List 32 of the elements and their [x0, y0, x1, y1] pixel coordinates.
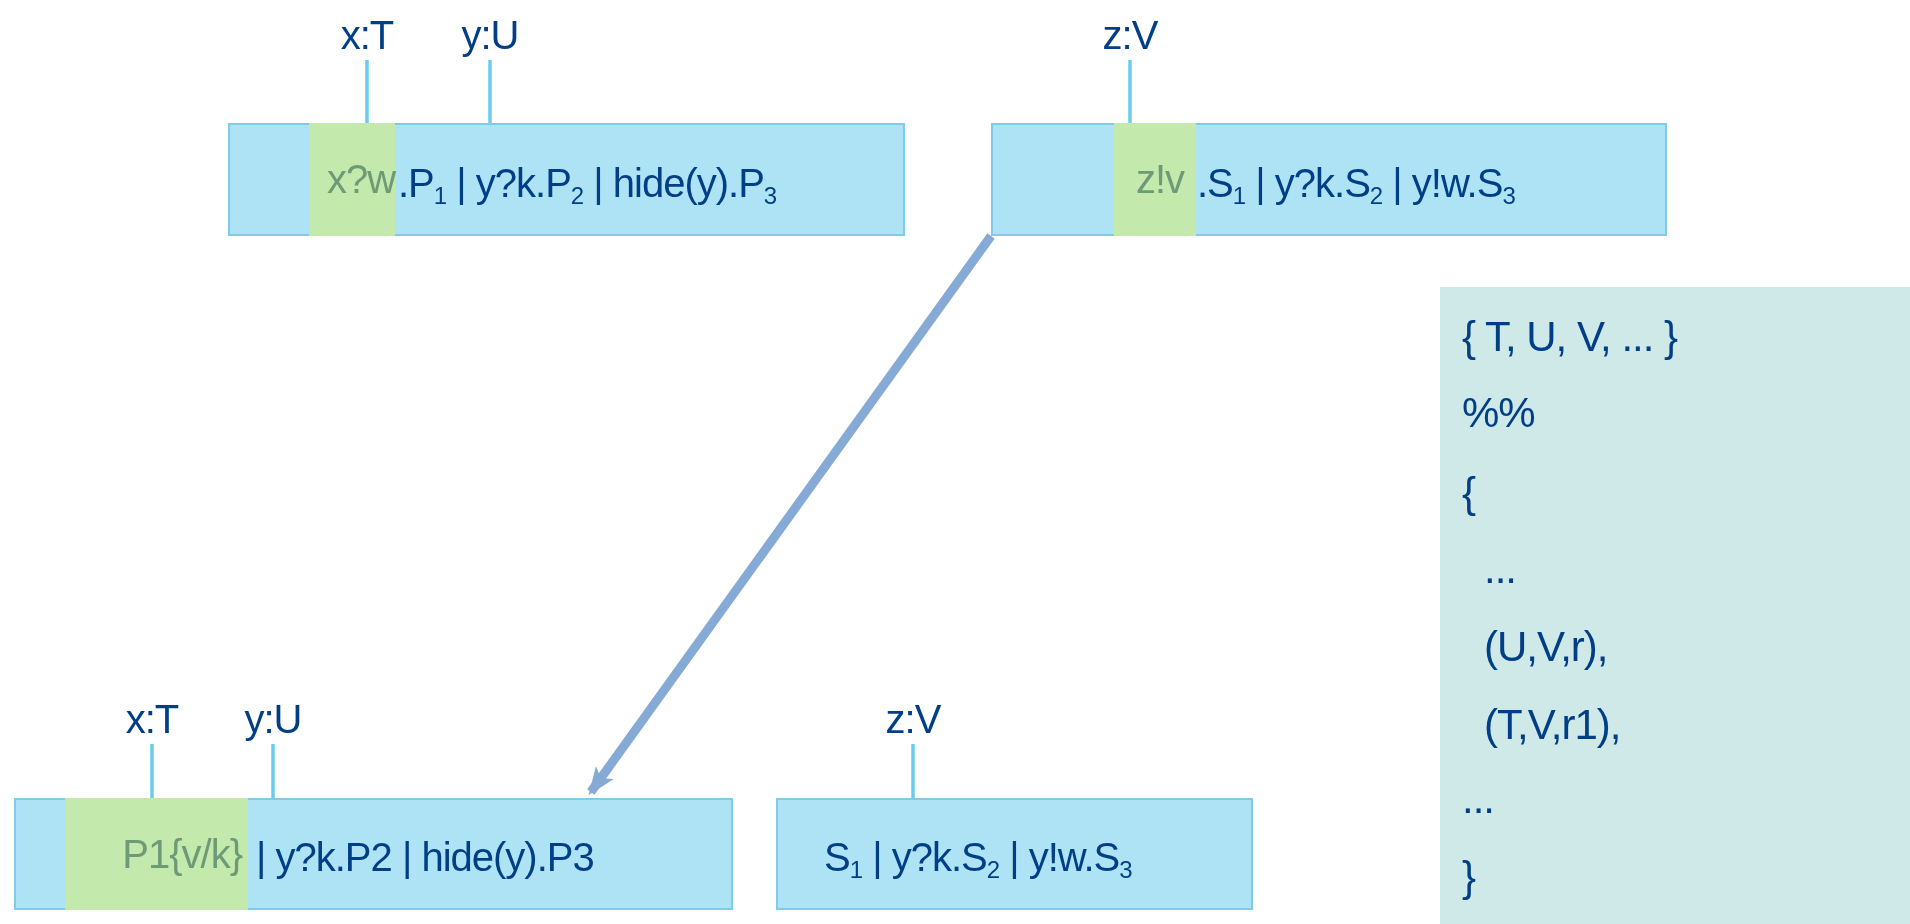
code-line: ... — [1462, 775, 1494, 823]
variable-label: y:U — [233, 696, 313, 744]
process-box — [991, 123, 1667, 236]
variable-label: x:T — [327, 12, 407, 60]
code-line: { T, U, V, ... } — [1462, 313, 1678, 361]
variable-label: z:V — [1090, 12, 1170, 60]
variable-label: x:T — [112, 696, 192, 744]
code-panel — [1440, 287, 1910, 924]
leader-line — [1128, 60, 1132, 123]
code-line: (T,V,r1), — [1484, 701, 1621, 749]
leader-line — [365, 60, 369, 123]
code-line: (U,V,r), — [1484, 623, 1608, 671]
code-line: ... — [1484, 545, 1516, 593]
process-expression: S$_{1}$ | y?k.S$_{2}$ | y!w.S$_{3}$ — [824, 834, 1132, 886]
leader-line — [911, 744, 915, 798]
leader-line — [271, 744, 275, 798]
process-box — [776, 798, 1253, 910]
leader-line — [488, 60, 492, 123]
code-line: %% — [1462, 389, 1535, 437]
process-expression: .P$_{1}$ | y?k.P$_{2}$ | hide(y).P$_{3}$ — [398, 159, 777, 211]
process-box — [14, 798, 733, 910]
arrow — [587, 233, 995, 796]
code-line: { — [1462, 469, 1476, 517]
variable-label: y:U — [450, 12, 530, 60]
process-box — [228, 123, 905, 236]
highlighted-term: P1{v/k} — [65, 798, 248, 910]
leader-line — [150, 744, 154, 798]
variable-label: z:V — [873, 696, 953, 744]
process-expression: | y?k.P2 | hide(y).P3 — [256, 834, 594, 880]
process-expression: .S$_{1}$ | y?k.S$_{2}$ | y!w.S$_{3}$ — [1197, 159, 1515, 211]
highlighted-term: z!v — [1114, 123, 1196, 236]
code-line: } — [1462, 853, 1476, 901]
